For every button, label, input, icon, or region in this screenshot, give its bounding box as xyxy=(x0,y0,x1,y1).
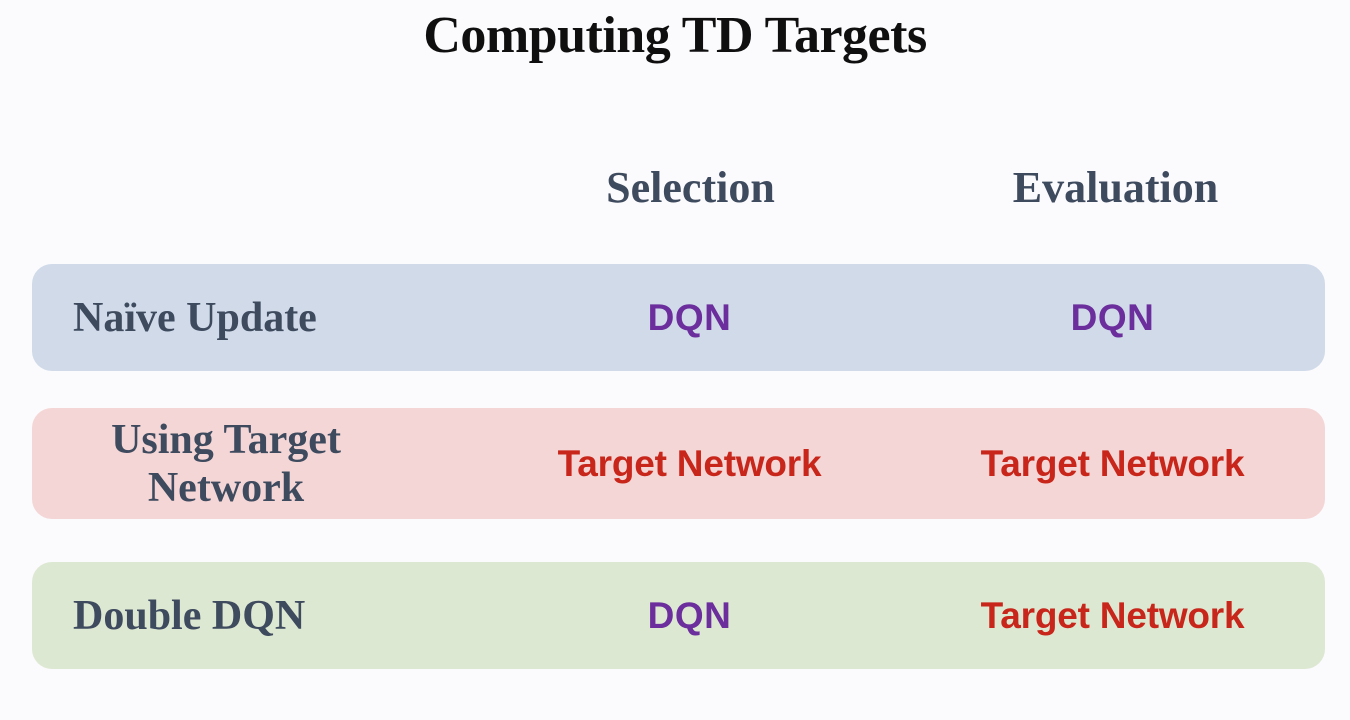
row-label-line-2: Network xyxy=(147,464,305,511)
table-row-using-target-network: Using Target Network Target Network Targ… xyxy=(32,408,1325,519)
cell-using-target-network-evaluation: Target Network xyxy=(980,442,1245,484)
cell-double-dqn-selection: DQN xyxy=(647,594,732,636)
column-header-evaluation: Evaluation xyxy=(1012,163,1219,212)
row-label-naive-update: Naïve Update xyxy=(73,294,317,341)
row-label-using-target-network: Using Target Network xyxy=(32,416,478,512)
cell-double-dqn-evaluation: Target Network xyxy=(980,594,1245,636)
table-row-naive-update: Naïve Update DQN DQN xyxy=(32,264,1325,371)
page-title: Computing TD Targets xyxy=(423,7,927,64)
cell-naive-update-selection: DQN xyxy=(647,296,732,338)
column-header-row: Selection Evaluation xyxy=(478,158,1328,222)
row-label-double-dqn: Double DQN xyxy=(73,592,306,639)
row-label-line-1: Using Target xyxy=(111,416,341,463)
cell-using-target-network-selection: Target Network xyxy=(557,442,822,484)
table-row-double-dqn: Double DQN DQN Target Network xyxy=(32,562,1325,669)
cell-naive-update-evaluation: DQN xyxy=(1070,296,1155,338)
column-header-selection: Selection xyxy=(606,163,775,212)
